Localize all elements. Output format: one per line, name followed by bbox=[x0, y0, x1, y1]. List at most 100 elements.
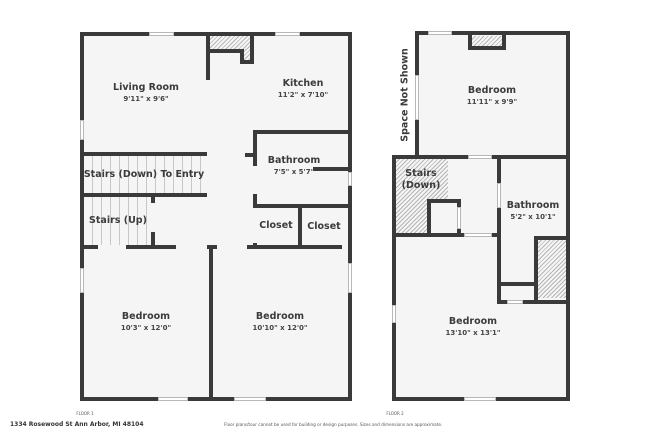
closet-hatch bbox=[538, 240, 566, 298]
room-label-stairs-up: Stairs (Up) bbox=[89, 215, 147, 227]
wall bbox=[497, 300, 507, 304]
room-dimensions: 9'11" x 9'6" bbox=[123, 95, 169, 103]
wall bbox=[209, 245, 213, 401]
wall bbox=[126, 245, 176, 249]
room-label-bathroom: Bathroom 7'5" x 5'7" bbox=[268, 155, 321, 177]
wall bbox=[253, 130, 257, 166]
stairs-down-to-entry-treads bbox=[84, 156, 206, 193]
wall bbox=[534, 236, 570, 240]
window bbox=[415, 75, 419, 120]
room-name: Bedroom bbox=[121, 311, 171, 322]
wall bbox=[392, 233, 464, 237]
wall bbox=[151, 232, 155, 248]
room-name: Living Room bbox=[113, 82, 179, 93]
room-name: (Down) bbox=[401, 180, 441, 191]
chimney-hatch bbox=[472, 36, 502, 47]
window bbox=[80, 268, 84, 293]
wall bbox=[457, 199, 461, 207]
wall bbox=[247, 245, 342, 249]
wall bbox=[492, 155, 570, 159]
room-name: Bathroom bbox=[506, 200, 560, 211]
wall bbox=[240, 49, 244, 64]
wall bbox=[253, 130, 352, 134]
wall bbox=[240, 60, 254, 64]
wall bbox=[206, 32, 210, 80]
window bbox=[507, 300, 523, 304]
window bbox=[497, 183, 501, 208]
wall bbox=[497, 282, 537, 286]
room-dimensions: 10'3" x 12'0" bbox=[120, 324, 172, 332]
wall bbox=[392, 155, 468, 159]
wall bbox=[468, 46, 506, 50]
room-dimensions: 11'11" x 9'9" bbox=[466, 98, 518, 106]
room-name: Bathroom bbox=[267, 155, 321, 166]
wall bbox=[313, 167, 352, 171]
stairs-up-treads bbox=[84, 197, 154, 245]
room-label-bathroom: Bathroom 5'2" x 10'1" bbox=[507, 200, 560, 222]
room-label-bedroom: Bedroom 10'3" x 12'0" bbox=[121, 311, 171, 333]
wall bbox=[566, 31, 570, 401]
room-name: Kitchen bbox=[282, 78, 324, 89]
wall bbox=[253, 194, 257, 208]
room-name: Bedroom bbox=[448, 316, 498, 327]
wall bbox=[468, 31, 472, 50]
wall bbox=[523, 300, 570, 304]
room-dimensions: 5'2" x 10'1" bbox=[510, 213, 556, 221]
room-name: Stairs (Down) To Entry bbox=[83, 169, 205, 180]
room-label-bedroom: Bedroom 10'10" x 12'0" bbox=[252, 311, 307, 333]
window bbox=[464, 397, 496, 401]
wall bbox=[80, 32, 352, 36]
wall bbox=[151, 197, 155, 203]
wall bbox=[534, 236, 538, 304]
disclaimer: Floor plans/tour cannot be used for buil… bbox=[224, 422, 443, 427]
property-address: 1334 Rosewood St Ann Arbor, MI 48104 bbox=[10, 421, 144, 428]
window bbox=[234, 397, 266, 401]
room-dimensions: 7'5" x 5'7" bbox=[273, 168, 315, 176]
floor-1-label: FLOOR 1 bbox=[76, 411, 94, 416]
room-dimensions: 11'2" x 7'10" bbox=[277, 91, 329, 99]
room-name: Closet bbox=[307, 221, 341, 232]
wall bbox=[80, 32, 84, 401]
wall bbox=[80, 397, 352, 401]
window bbox=[348, 172, 352, 186]
room-label-stairs-down: Stairs (Down) bbox=[402, 168, 441, 192]
room-name: Stairs bbox=[405, 168, 437, 179]
space-not-shown-note: Space Not Shown bbox=[399, 48, 411, 142]
chimney-hatch bbox=[243, 49, 250, 61]
floor-2-label: FLOOR 2 bbox=[386, 411, 404, 416]
window bbox=[348, 263, 352, 293]
room-dimensions: 10'10" x 12'0" bbox=[252, 324, 308, 332]
chimney-hatch bbox=[210, 36, 250, 49]
wall bbox=[348, 32, 352, 401]
room-label-stairs-down: Stairs (Down) To Entry bbox=[84, 169, 204, 181]
wall bbox=[298, 204, 302, 248]
room-label-closet: Closet bbox=[307, 221, 340, 233]
wall bbox=[392, 155, 396, 401]
wall bbox=[250, 32, 254, 64]
window bbox=[158, 397, 188, 401]
wall bbox=[245, 153, 255, 157]
wall bbox=[80, 152, 207, 156]
wall bbox=[253, 204, 352, 208]
room-label-living-room: Living Room 9'11" x 9'6" bbox=[113, 82, 179, 104]
wall bbox=[502, 31, 506, 50]
wall bbox=[497, 208, 501, 304]
wall bbox=[427, 199, 431, 236]
window bbox=[392, 305, 396, 323]
window bbox=[149, 32, 174, 36]
room-dimensions: 13'10" x 13'1" bbox=[445, 329, 501, 337]
wall bbox=[427, 199, 461, 203]
window bbox=[80, 120, 84, 140]
room-label-closet: Closet bbox=[259, 220, 292, 232]
wall bbox=[80, 245, 98, 249]
room-name: Bedroom bbox=[255, 311, 305, 322]
room-label-bedroom: Bedroom 13'10" x 13'1" bbox=[445, 316, 500, 338]
wall bbox=[206, 49, 243, 53]
wall bbox=[80, 193, 207, 197]
window bbox=[428, 31, 452, 35]
window bbox=[275, 32, 300, 36]
wall bbox=[457, 229, 461, 236]
wall bbox=[497, 155, 501, 183]
